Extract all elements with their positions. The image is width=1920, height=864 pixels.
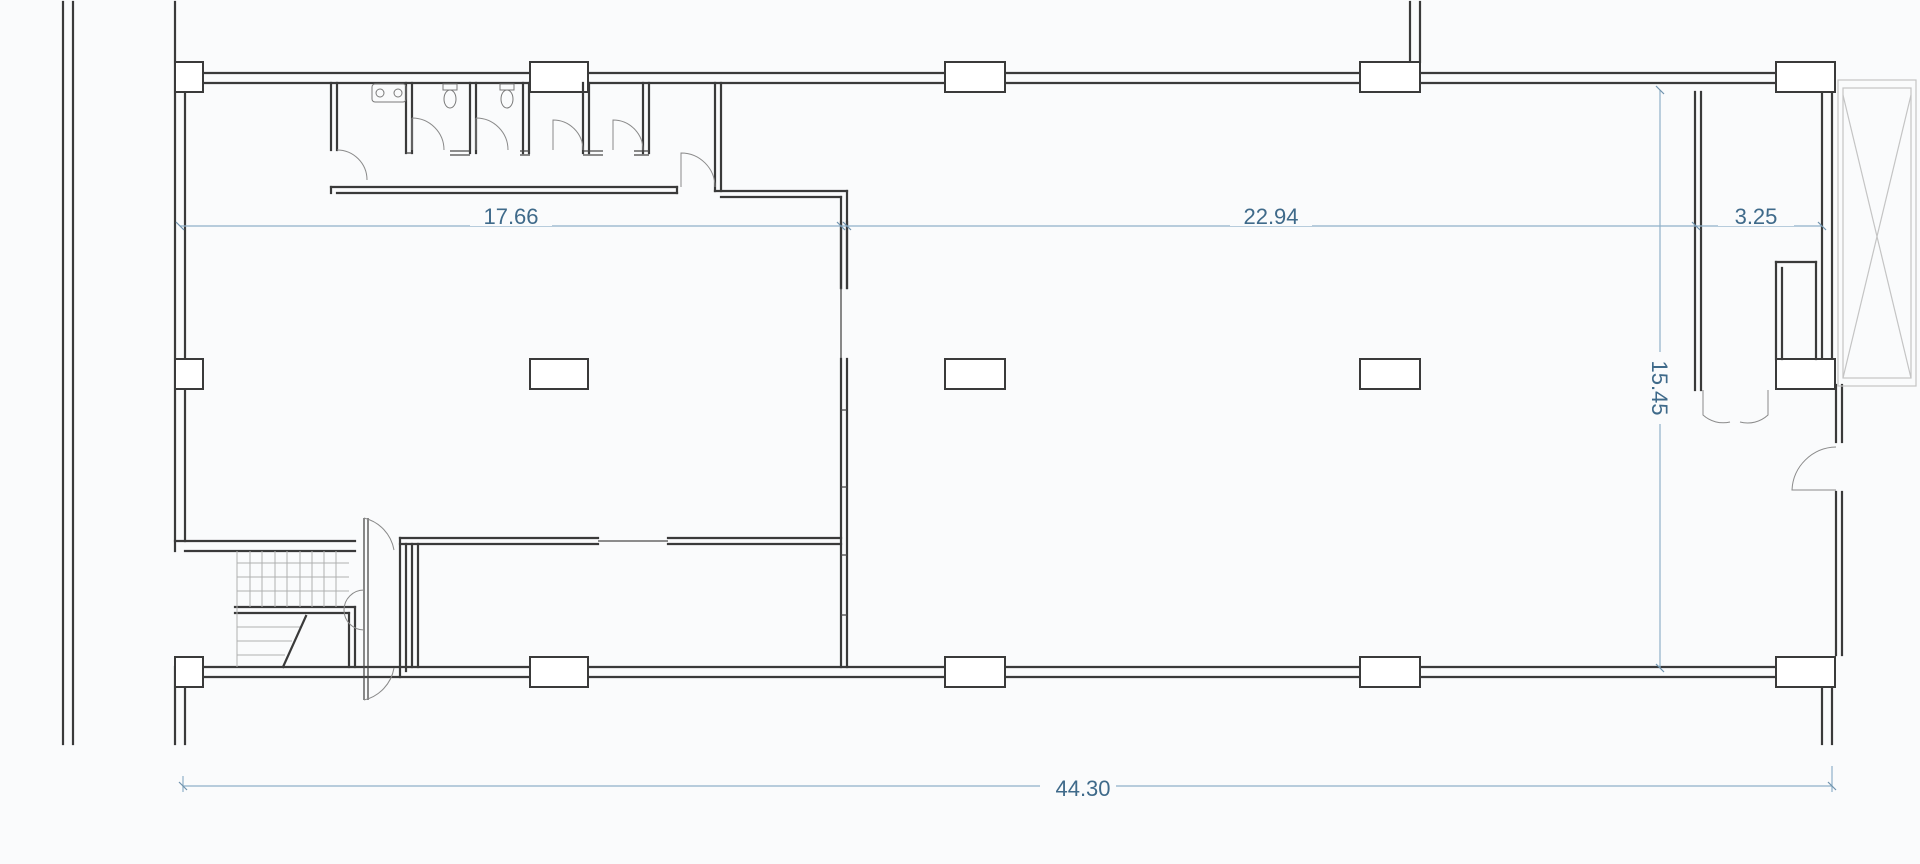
sink — [375, 88, 385, 98]
label-bg — [1718, 200, 1794, 226]
column — [174, 656, 204, 688]
dimension-label-left-span: 17.66 — [483, 204, 538, 229]
dimension-label-right-span: 3.25 — [1735, 204, 1778, 229]
left-boundary-lines — [61, 0, 75, 746]
toilet — [442, 83, 458, 91]
column — [1359, 358, 1421, 390]
structural-columns — [174, 61, 1836, 688]
label-bg — [1040, 774, 1116, 800]
column — [529, 358, 589, 390]
door-swing — [336, 149, 368, 181]
right-service-rooms — [1693, 90, 1837, 491]
balcony — [1837, 79, 1917, 387]
door-swing — [552, 119, 584, 151]
column — [174, 358, 204, 390]
stairwell — [233, 551, 357, 669]
restroom-block — [329, 81, 849, 290]
entrance-door — [343, 517, 395, 701]
door-swing — [1739, 390, 1769, 424]
sink — [371, 83, 407, 103]
column — [1775, 358, 1836, 390]
door-swing — [1791, 446, 1837, 491]
label-bg — [1649, 352, 1673, 424]
dimension-label-total: 44.30 — [1055, 776, 1110, 801]
door-swing — [411, 117, 445, 151]
toilet — [500, 89, 514, 109]
sink — [393, 88, 403, 98]
label-bg — [1230, 200, 1312, 226]
column — [944, 358, 1006, 390]
column — [1359, 656, 1421, 688]
central-partition — [839, 220, 849, 669]
toilet — [443, 89, 457, 109]
lower-left-room — [173, 536, 843, 679]
dimension-label-depth: 15.45 — [1647, 360, 1672, 415]
door-swing — [680, 152, 716, 188]
column — [1775, 656, 1836, 688]
label-bg — [470, 200, 552, 226]
column — [944, 61, 1006, 93]
column — [1359, 61, 1421, 93]
toilet — [499, 83, 515, 91]
door-swing — [475, 117, 509, 151]
column — [529, 656, 589, 688]
door-swing — [612, 119, 644, 151]
column — [944, 656, 1006, 688]
column — [529, 61, 589, 93]
column — [174, 61, 204, 93]
dimension-label-middle-span: 22.94 — [1243, 204, 1298, 229]
door-swing — [1702, 390, 1731, 424]
exterior-walls — [173, 0, 1844, 746]
column — [1775, 61, 1836, 93]
